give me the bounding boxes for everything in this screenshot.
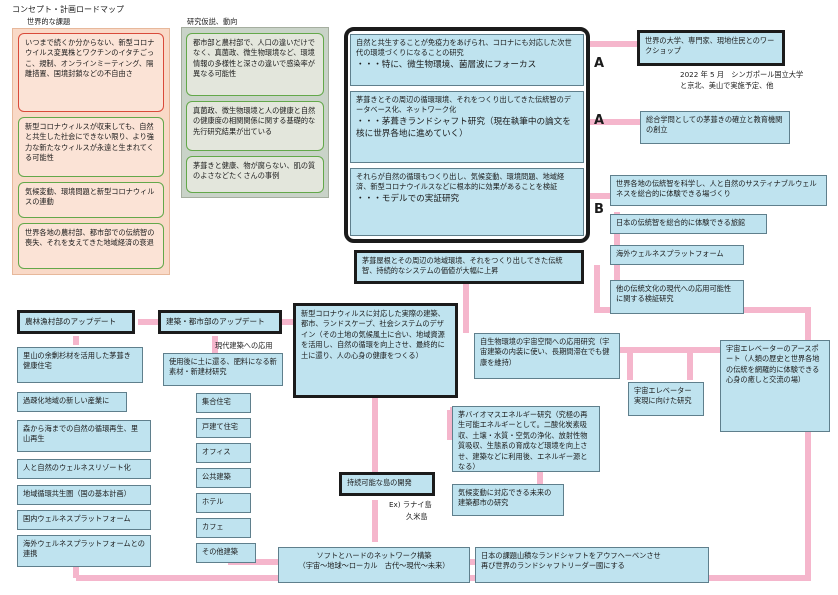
research-microbe: 真菌政、微生物環境と人の健康と自然の健康度の相関関係に関する基礎的な先行研究結果… bbox=[186, 101, 324, 151]
elevator-research-box: 宇宙エレベーター実現に向けた研究 bbox=[628, 382, 704, 416]
biomass-energy-box: 茅バイオマスエネルギー研究（究極の再生可能エネルギーとして。二酸化炭素吸収、土壌… bbox=[452, 406, 600, 472]
network-box: ソフトとハードのネットワーク構築 （宇宙〜地球〜ローカル 古代〜現代〜未来） bbox=[278, 547, 470, 583]
hub-panel-verification: それらが自然の循環もつくり出し、気候変動、環境問題、地域経済、新型コロナウイルス… bbox=[350, 168, 584, 236]
city-item-other: その他建築 bbox=[196, 543, 256, 563]
research-urban-rural: 都市部と農村部で、人口の違いだけでなく、真菌政、微生物環境など、環境情報の多様性… bbox=[186, 33, 324, 96]
hub-panel-landscape: 茅葺きとその周辺の循環環境、それをつくり出してきた伝統智のデータベース化、ネット… bbox=[350, 91, 584, 163]
island-dev-box: 持続可能な島の開発 bbox=[339, 472, 435, 496]
village-item-regional: 地域循環共生圏（国の基本計画） bbox=[17, 485, 151, 505]
issues-heading: 世界的な課題 bbox=[27, 17, 71, 26]
village-item-overseas-link: 海外ウェルネスプラットフォームとの連携 bbox=[17, 535, 151, 567]
island-example-2: 久米島 bbox=[406, 512, 428, 521]
overseas-platform-box: 海外ウェルネスプラットフォーム bbox=[610, 245, 744, 265]
letter-a-1: A bbox=[594, 56, 605, 71]
village-item-house: 里山の余剰杉材を活用した茅葺き健康住宅 bbox=[17, 347, 143, 383]
issue-new-virus: 新型コロナウィルスが収束しても、自然と共生した社会にできない限り、より強力な新た… bbox=[18, 117, 164, 177]
hub-panel-immunity: 自然と共生することが免疫力をあげられ、コロナにも対応した次世代の環境づくりになる… bbox=[350, 34, 584, 86]
city-update-title: 建築・都市部のアップデート bbox=[158, 310, 282, 334]
covid-design-box: 新型コロナウィルスに対応した実際の建築、都市、ランドスケープ、社会システムのデザ… bbox=[293, 303, 458, 398]
hub-panel-landscape-text: 茅葺きとその周辺の循環環境、それをつくり出してきた伝統智のデータベース化、ネット… bbox=[356, 95, 571, 115]
city-item-office: オフィス bbox=[196, 443, 251, 463]
issue-climate: 気候変動、環境問題と新型コロナウィルスの連動 bbox=[18, 182, 164, 218]
city-item-public: 公共建築 bbox=[196, 468, 251, 488]
city-item-house: 戸建て住宅 bbox=[196, 418, 251, 438]
aufheben-line-2: 再び世界のランドシャフトリーダー國にする bbox=[481, 561, 625, 571]
other-tradition-box: 他の伝統文化の現代への応用可能性に関する検証研究 bbox=[610, 280, 744, 314]
hub-panel-verification-text: それらが自然の循環もつくり出し、気候変動、環境問題、地域経済、新型コロナウイルス… bbox=[356, 172, 565, 192]
issue-tradition-loss: 世界各地の農村部、都市部での伝統智の喪失、それを支えてきた地域経済の衰退 bbox=[18, 223, 164, 269]
elevator-earthport-box: 宇宙エレベーターのアースポート（人類の歴史と世界各地の伝統を網羅的に体験できる心… bbox=[720, 340, 830, 432]
city-item-apartment: 集合住宅 bbox=[196, 393, 251, 413]
city-item-hotel: ホテル bbox=[196, 493, 251, 513]
ryokan-box: 日本の伝統智を総合的に体験できる旅館 bbox=[610, 214, 767, 234]
research-heading: 研究仮説、動向 bbox=[187, 17, 238, 26]
workshop-note-1: 2022 年 5 月 シンガポール国立大学 bbox=[680, 70, 804, 79]
network-line-1: ソフトとハードのネットワーク構築 bbox=[316, 551, 432, 560]
village-update-title: 農林漁村部のアップデート bbox=[17, 310, 135, 334]
climate-city-box: 気候変動に対応できる未来の建築都市の研究 bbox=[452, 484, 564, 516]
issue-covid-variants: いつまで続くか分からない、新型コロナウイルス変異株とワクチンのイタチごっこ、規制… bbox=[18, 33, 164, 112]
kaya-discipline-box: 総合学問としての茅葺きの確立と教育機関の創立 bbox=[640, 111, 790, 144]
workshop-note-2: と京北、美山で実施予定、他 bbox=[680, 81, 774, 90]
aufheben-box: 日本の課題山積なランドシャフトをアウフヘーベンさせ 再び世界のランドシャフトリー… bbox=[475, 547, 709, 583]
city-item-cafe: カフェ bbox=[196, 518, 251, 538]
aufheben-line-1: 日本の課題山積なランドシャフトをアウフヘーベンさせ bbox=[481, 551, 661, 560]
letter-a-2: A bbox=[594, 113, 605, 128]
village-item-resort: 人と自然のウェルネスリゾート化 bbox=[17, 459, 151, 479]
workshop-box: 世界の大学、専門家、現地住民とのワークショップ bbox=[637, 30, 785, 66]
hub-panel-immunity-focus: ・・・特に、微生物環境、菌層波にフォーカス bbox=[356, 59, 537, 70]
research-kaya-health: 茅葺きと健康、物が腐らない、肌の質のよさなどたくさんの事例 bbox=[186, 156, 324, 193]
wellness-place-box: 世界各地の伝統智を科学し、人と自然のサスティナブルウェルネスを総合的に体験できる… bbox=[610, 175, 827, 206]
village-item-industry: 過疎化地域の新しい産業に bbox=[17, 392, 127, 412]
page-title: コンセプト・計画ロードマップ bbox=[12, 5, 124, 14]
island-example-1: Ex) ラナイ島 bbox=[389, 500, 432, 509]
network-line-2: （宇宙〜地球〜ローカル 古代〜現代〜未来） bbox=[298, 561, 450, 571]
city-subtitle: 現代建築への応用 bbox=[215, 341, 273, 350]
space-research-box: 自生物環境の宇宙空間への応用研究（宇宙建築の内装に使い、長期間滞在でも健康を維持… bbox=[474, 333, 620, 379]
hub-panel-landscape-focus: ・・・茅葺きランドシャフト研究（現在執筆中の論文を核に世界各地に進めていく） bbox=[356, 116, 571, 139]
city-new-material: 使用後に土に還る、肥料になる新素材・新建材研究 bbox=[163, 353, 283, 386]
village-item-domestic-platform: 国内ウェルネスプラットフォーム bbox=[17, 510, 151, 530]
hub-panel-immunity-text: 自然と共生することが免疫力をあげられ、コロナにも対応した次世代の環境づくりになる… bbox=[356, 38, 572, 58]
hub-panel-verification-focus: ・・・モデルでの実証研究 bbox=[356, 193, 460, 204]
letter-b: B bbox=[594, 202, 604, 217]
village-item-satoyama: 森から海までの自然の循環再生、里山再生 bbox=[17, 420, 151, 452]
value-rise-box: 茅葺屋根とその周辺の地域環境、それをつくり出してきた伝統智、持続的なシステムの価… bbox=[354, 250, 584, 284]
